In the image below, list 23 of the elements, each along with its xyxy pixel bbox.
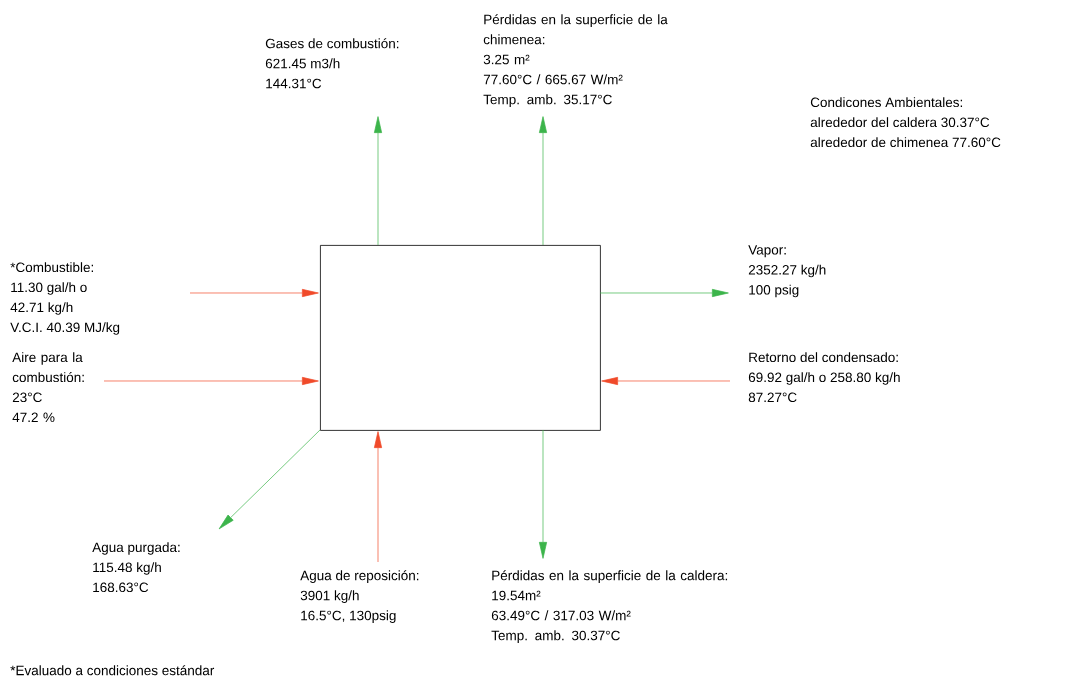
footnote: *Evaluado a condiciones estándar [10,665,215,676]
arrow [218,429,321,530]
flow-label: Pérdidas en la superficie de la caldera: 19.54m² 63.49°C / 317.03 W/m² Temp. amb. 30.37°C [491,570,728,643]
flow-label: *Combustible: 11.30 gal/h o 42.71 kg/h V.C.I. 40.39 MJ/kg [10,262,120,335]
flow-label: Gases de combustión: 621.45 m3/h 144.31°C [265,38,399,89]
arrow [189,289,319,297]
condition-note: Condicones Ambientales: [810,97,962,108]
arrow [374,116,383,246]
flow-label: Pérdidas en la superficie de la chimenea: 3.25 m² 77.60°C / 665.67 W/m² Temp. amb. 35.17°C [483,14,668,107]
arrow [539,116,547,246]
condition-note: alrededor de chimenea 77.60°C [810,137,1001,148]
flow-label: Aire para la combustión: 23°C 47.2 % [12,352,84,423]
arrow [103,377,319,385]
flow-label: Agua de reposición: 3901 kg/h 16.5°C, 130psig [300,570,419,623]
condition-note: alrededor del caldera 30.37°C [810,117,990,128]
arrow [599,289,729,297]
arrow [601,377,731,385]
flow-label: Retorno del condensado: 69.92 gal/h o 258.80 kg/h 87.27°C [748,352,900,403]
arrow [374,431,383,563]
flow-label: Vapor: 2352.27 kg/h 100 psig [748,245,826,298]
flow-label: Agua purgada: 115.48 kg/h 168.63°C [92,542,180,593]
arrow [539,429,547,559]
boiler-box [320,245,601,431]
